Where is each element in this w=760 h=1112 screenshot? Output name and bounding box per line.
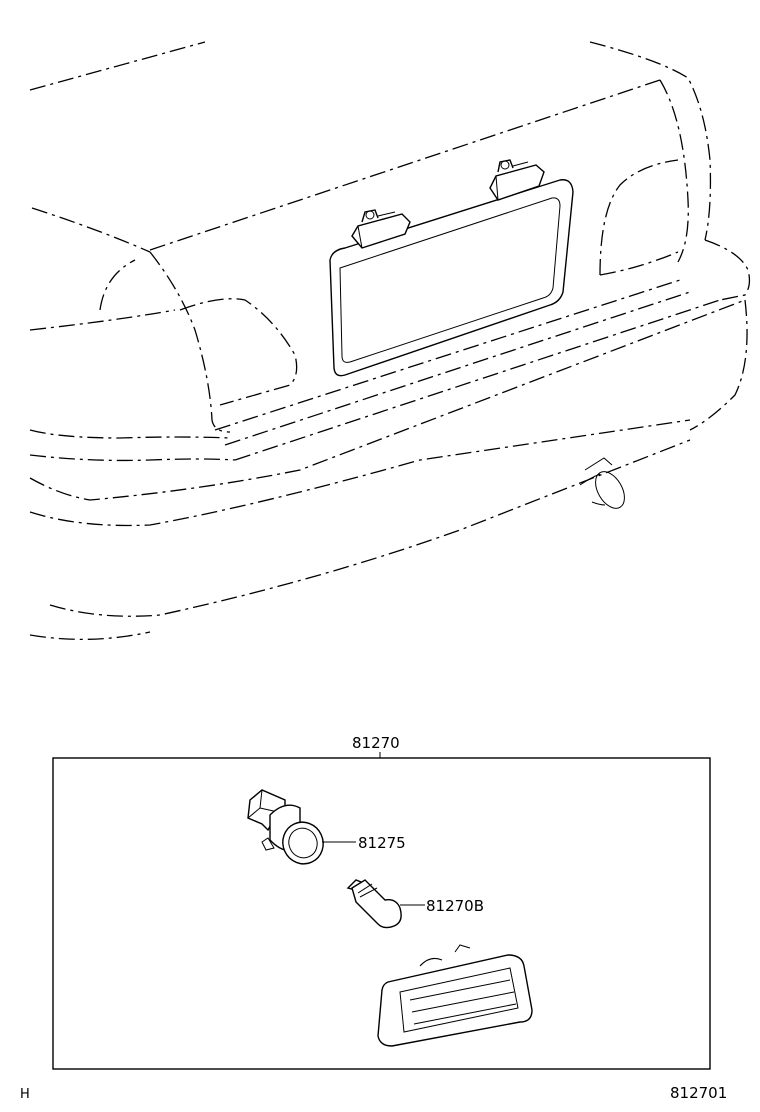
assembly-box bbox=[52, 752, 711, 1070]
license-plate-recess bbox=[329, 179, 574, 377]
car-rear-outline bbox=[29, 41, 751, 640]
license-lamp-lens-drawing bbox=[377, 944, 533, 1047]
socket-81275-drawing bbox=[247, 789, 356, 865]
license-lamp-right-installed bbox=[489, 159, 545, 201]
bulb-81270B-drawing bbox=[346, 879, 425, 929]
label-socket-81275: 81275 bbox=[358, 834, 406, 852]
license-lamp-left-installed bbox=[351, 209, 411, 249]
label-assembly-81270: 81270 bbox=[352, 734, 400, 752]
label-bulb-81270B: 81270B bbox=[426, 897, 484, 915]
label-diagram-code: 812701 bbox=[670, 1084, 727, 1102]
label-corner-left: H bbox=[20, 1087, 30, 1102]
